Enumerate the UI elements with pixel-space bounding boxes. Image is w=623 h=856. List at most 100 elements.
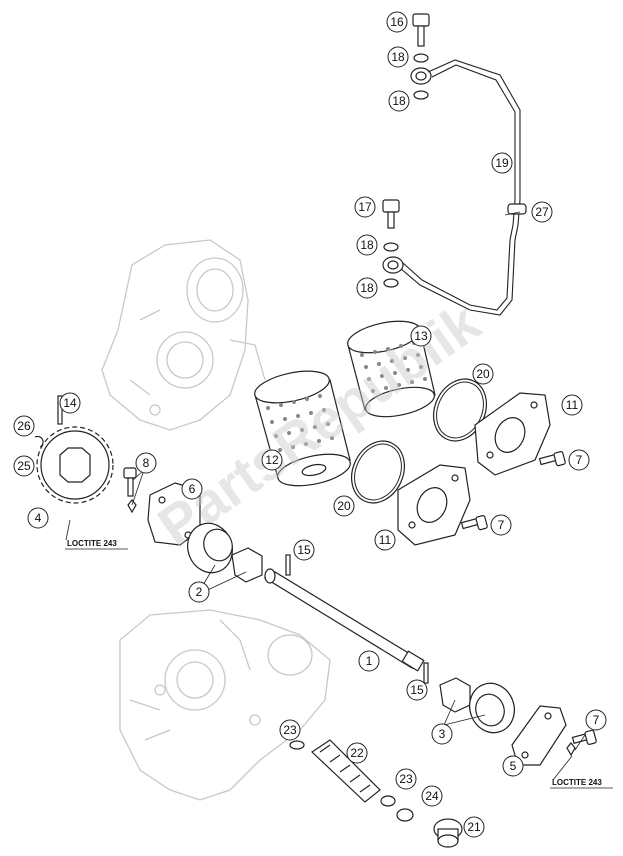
svg-text:25: 25 bbox=[17, 459, 31, 473]
pump-rotor-3[interactable] bbox=[439, 677, 521, 739]
callout-7: 7 bbox=[585, 709, 607, 731]
callout-7: 7 bbox=[568, 449, 590, 471]
callout-18: 18 bbox=[356, 277, 378, 299]
screw-7-lower[interactable] bbox=[571, 729, 597, 745]
washer-18-upper[interactable] bbox=[413, 53, 429, 63]
loctite-label-left: LOCTITE 243 bbox=[65, 539, 128, 550]
svg-text:14: 14 bbox=[63, 396, 77, 410]
svg-text:27: 27 bbox=[535, 205, 549, 219]
bolt-16[interactable] bbox=[412, 13, 430, 47]
svg-text:7: 7 bbox=[593, 713, 600, 727]
svg-text:4: 4 bbox=[35, 511, 42, 525]
pump-shaft-1[interactable] bbox=[263, 568, 425, 672]
callout-27: 27 bbox=[531, 201, 553, 223]
callout-18: 18 bbox=[356, 234, 378, 256]
svg-text:12: 12 bbox=[265, 453, 279, 467]
svg-text:26: 26 bbox=[17, 419, 31, 433]
callout-12: 12 bbox=[261, 449, 283, 471]
svg-text:2: 2 bbox=[196, 585, 203, 599]
svg-text:20: 20 bbox=[476, 367, 490, 381]
callout-25: 25 bbox=[13, 455, 35, 477]
svg-text:3: 3 bbox=[439, 727, 446, 741]
svg-text:LOCTITE 243: LOCTITE 243 bbox=[67, 539, 117, 548]
svg-text:15: 15 bbox=[297, 543, 311, 557]
filter-cover-11-lower[interactable] bbox=[397, 464, 471, 546]
filter-cover-11-upper[interactable] bbox=[474, 392, 551, 476]
oil-filter-13[interactable] bbox=[345, 316, 437, 422]
svg-text:7: 7 bbox=[498, 518, 505, 532]
callout-19: 19 bbox=[491, 152, 513, 174]
callout-14: 14 bbox=[59, 392, 81, 414]
bolt-17[interactable] bbox=[382, 199, 400, 229]
callout-1: 1 bbox=[358, 650, 380, 672]
o-ring-20-lower[interactable] bbox=[342, 432, 414, 511]
leader-lines bbox=[65, 211, 586, 781]
pin-15-upper[interactable] bbox=[285, 554, 291, 576]
callout-23: 23 bbox=[279, 719, 301, 741]
svg-text:LOCTITE 243: LOCTITE 243 bbox=[552, 778, 602, 787]
o-ring-24[interactable] bbox=[396, 808, 414, 822]
callout-13: 13 bbox=[410, 325, 432, 347]
engine-case-ghost-bottom bbox=[119, 609, 331, 801]
svg-text:5: 5 bbox=[510, 759, 517, 773]
svg-text:13: 13 bbox=[414, 329, 428, 343]
screw-7-upper[interactable] bbox=[538, 451, 566, 467]
banjo-fitting-upper[interactable] bbox=[410, 67, 432, 85]
loctite-label-right: LOCTITE 243 bbox=[550, 778, 613, 789]
svg-text:18: 18 bbox=[360, 238, 374, 252]
callout-24: 24 bbox=[421, 785, 443, 807]
dowel-lower[interactable] bbox=[566, 742, 576, 757]
callout-4: 4 bbox=[27, 507, 49, 529]
svg-text:7: 7 bbox=[576, 453, 583, 467]
callout-2: 2 bbox=[188, 581, 210, 603]
svg-text:17: 17 bbox=[358, 200, 372, 214]
svg-text:1: 1 bbox=[366, 654, 373, 668]
svg-text:16: 16 bbox=[390, 15, 404, 29]
callout-20: 20 bbox=[333, 495, 355, 517]
callout-17: 17 bbox=[354, 196, 376, 218]
pin-15-lower[interactable] bbox=[423, 662, 429, 684]
svg-text:15: 15 bbox=[410, 683, 424, 697]
svg-text:23: 23 bbox=[283, 723, 297, 737]
oil-line-19[interactable] bbox=[399, 59, 527, 316]
o-ring-23-upper[interactable] bbox=[289, 740, 305, 750]
washer-18-lower[interactable] bbox=[413, 90, 429, 100]
callout-18: 18 bbox=[387, 46, 409, 68]
engine-case-ghost-top bbox=[101, 239, 266, 431]
callout-21: 21 bbox=[463, 816, 485, 838]
callout-3: 3 bbox=[431, 723, 453, 745]
svg-text:19: 19 bbox=[495, 156, 509, 170]
svg-text:24: 24 bbox=[425, 789, 439, 803]
svg-text:11: 11 bbox=[566, 398, 579, 412]
washer-18-b-upper[interactable] bbox=[383, 242, 399, 252]
pin-14[interactable] bbox=[57, 395, 63, 425]
svg-text:18: 18 bbox=[391, 50, 405, 64]
screw-7-middle[interactable] bbox=[460, 515, 488, 531]
callout-6: 6 bbox=[181, 478, 203, 500]
svg-text:20: 20 bbox=[337, 499, 351, 513]
circlip-26[interactable] bbox=[34, 435, 44, 448]
callout-26: 26 bbox=[13, 415, 35, 437]
bolt-8[interactable] bbox=[123, 467, 137, 514]
svg-text:11: 11 bbox=[379, 533, 392, 547]
pump-cover-5[interactable] bbox=[511, 705, 567, 766]
washer-18-b-lower[interactable] bbox=[383, 278, 399, 288]
svg-text:18: 18 bbox=[392, 94, 406, 108]
banjo-fitting-lower[interactable] bbox=[382, 256, 404, 274]
callout-23: 23 bbox=[395, 768, 417, 790]
svg-text:18: 18 bbox=[360, 281, 374, 295]
callout-16: 16 bbox=[386, 11, 408, 33]
callout-11: 11 bbox=[374, 529, 396, 551]
callout-15: 15 bbox=[406, 679, 428, 701]
callout-22: 22 bbox=[346, 742, 368, 764]
plug-21[interactable] bbox=[433, 818, 463, 848]
svg-text:21: 21 bbox=[467, 820, 481, 834]
sprocket-gear-4[interactable] bbox=[36, 426, 114, 504]
pump-rotor-2[interactable] bbox=[181, 517, 263, 583]
svg-text:22: 22 bbox=[350, 746, 364, 760]
oil-screen-22[interactable] bbox=[311, 739, 381, 803]
callout-18: 18 bbox=[388, 90, 410, 112]
o-ring-23-lower[interactable] bbox=[380, 795, 396, 807]
callout-5: 5 bbox=[502, 755, 524, 777]
